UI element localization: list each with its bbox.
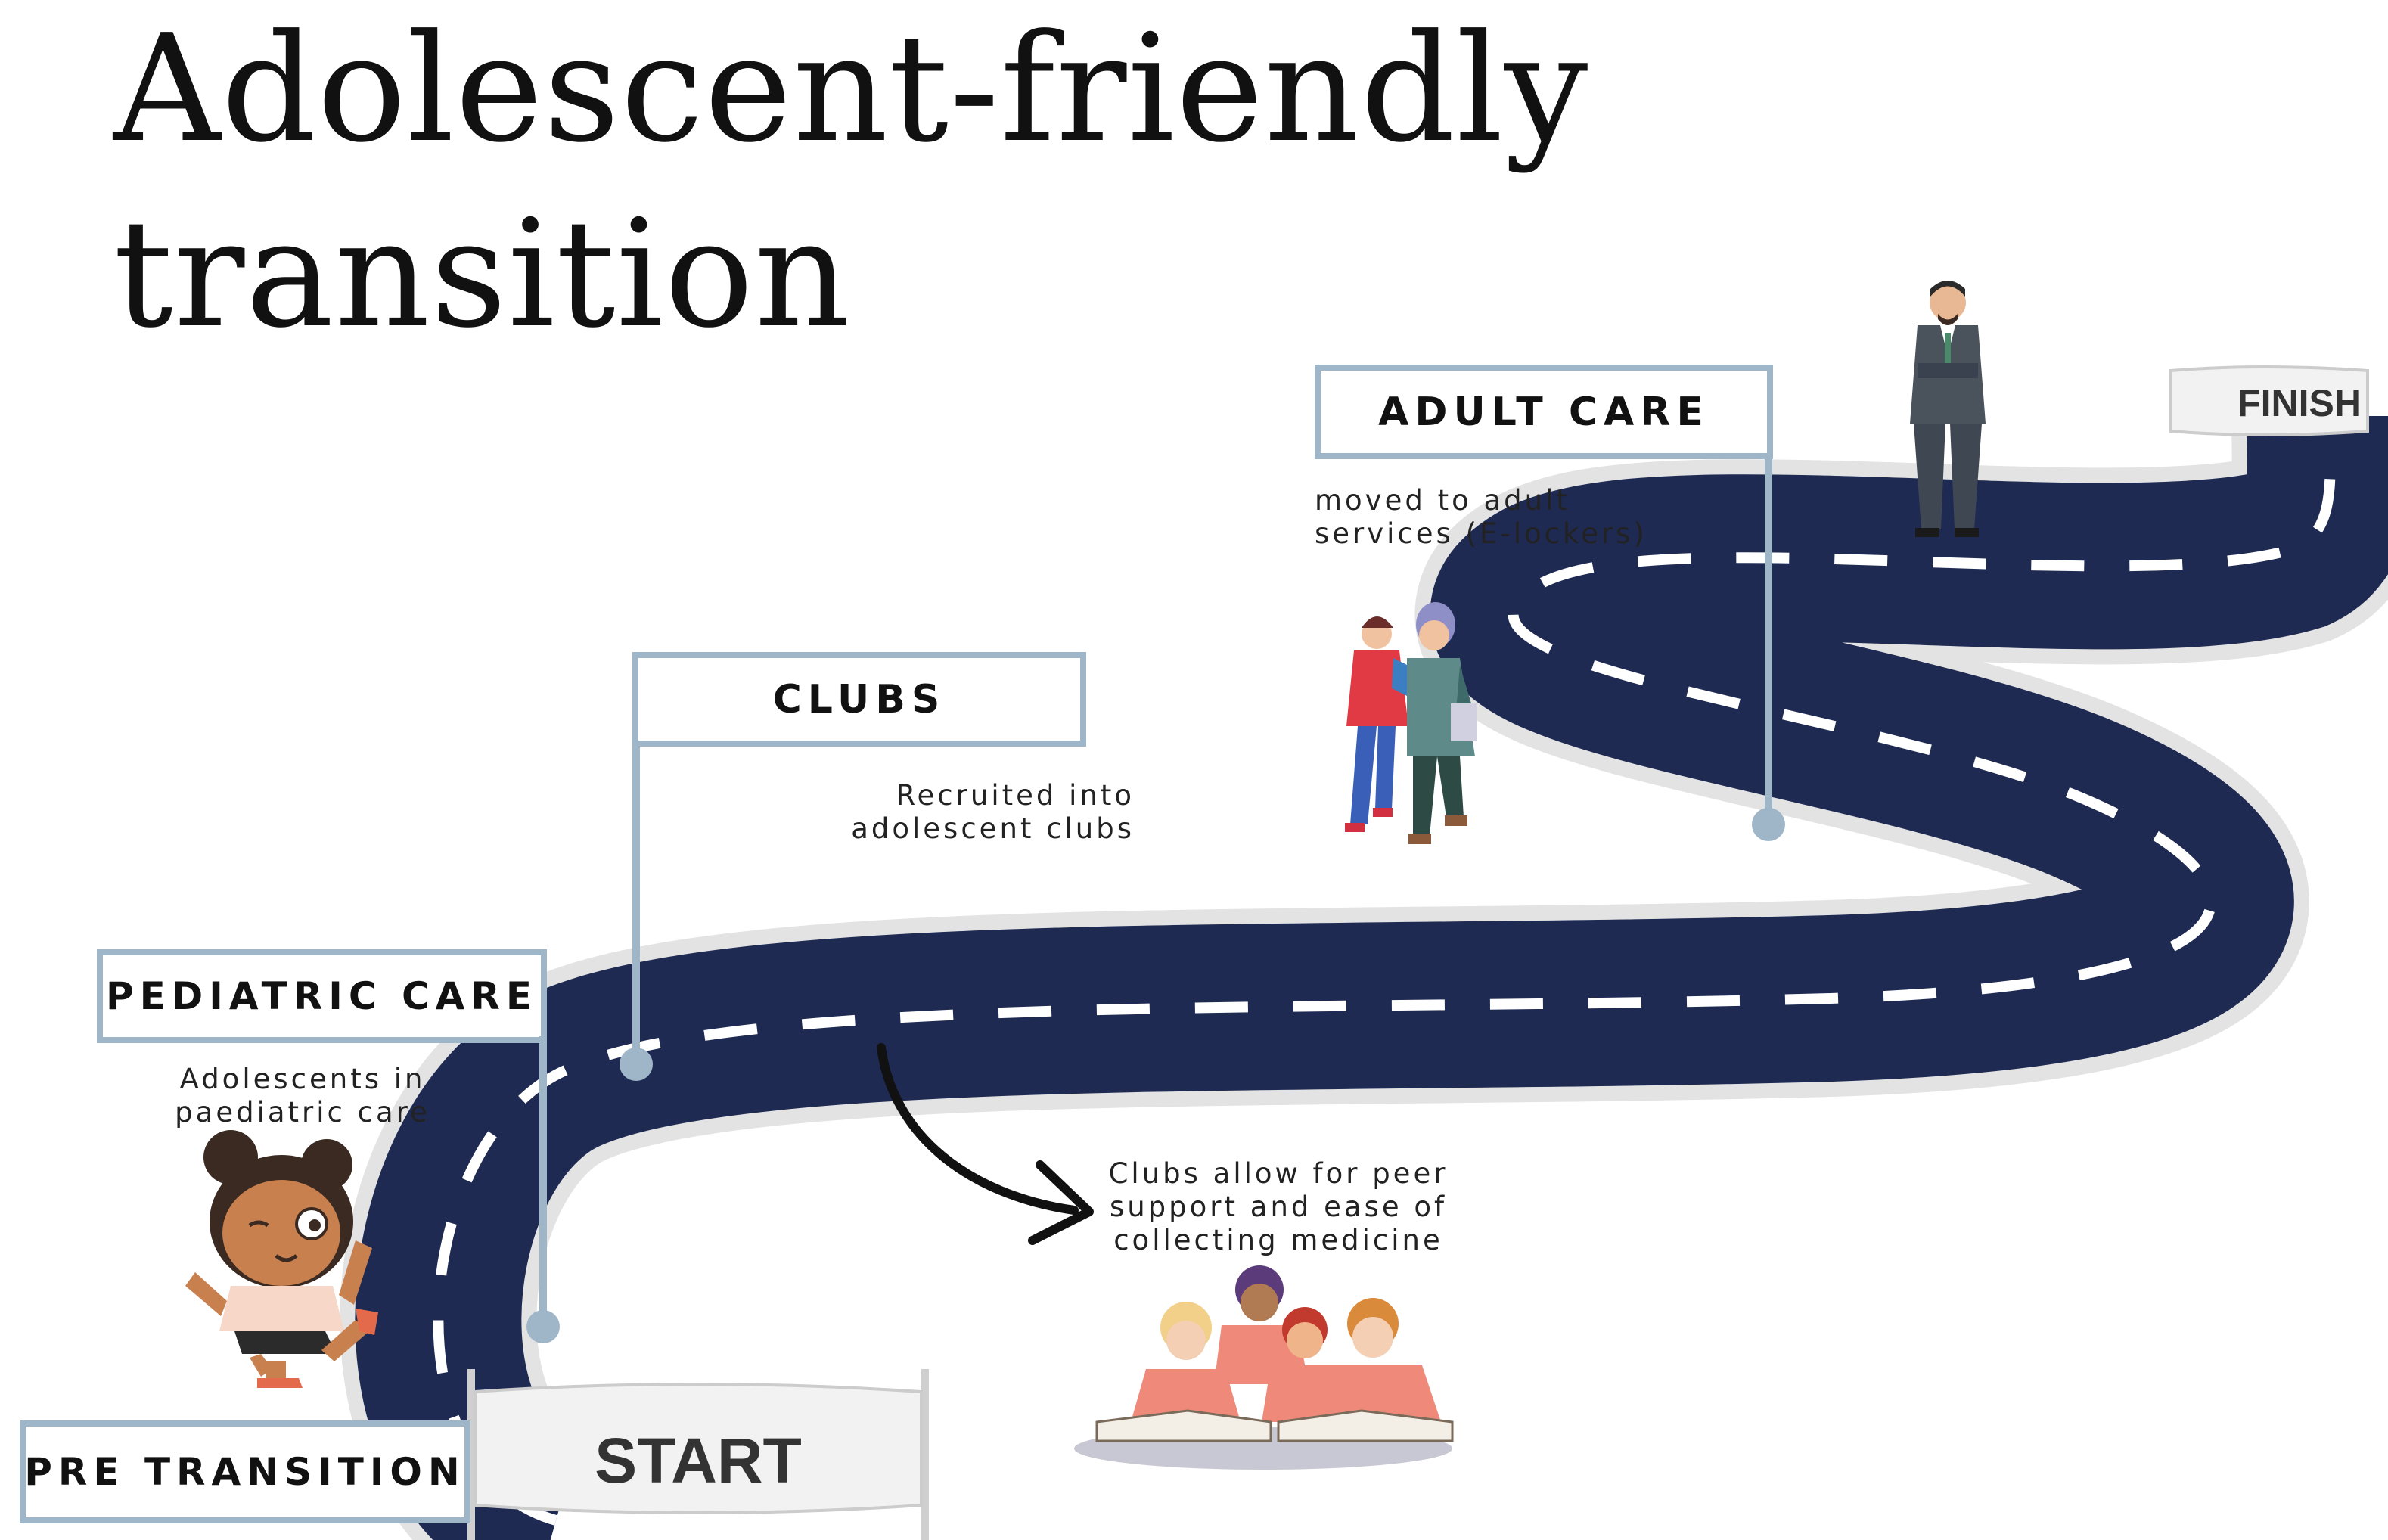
stage-label-adult-care: ADULT CARE [1378,389,1709,435]
start-banner: START [467,1369,929,1540]
stage-label-pre-transition: PRE TRANSITION [24,1450,466,1494]
clubs-description-line-2: adolescent clubs [851,812,1135,845]
child-icon [185,1130,378,1388]
teen-couple-icon [1345,602,1477,844]
start-banner-right-pole [921,1369,929,1540]
curved-arrow-icon [877,1043,1079,1215]
stage-box-pre-transition: PRE TRANSITION [20,1420,470,1523]
students-reading-icon [1074,1265,1454,1470]
road [355,415,2388,1540]
pediatric-care-description-line-1: Adolescents in [179,1063,426,1095]
finish-banner: FINISH [2169,365,2369,436]
clubs-note: Clubs allow for peer support and ease of… [1089,1157,1467,1257]
adult-care-description-line-1: moved to adult [1315,484,1570,517]
pediatric-care-description-line-2: paediatric care [175,1096,430,1129]
start-banner-cloth [474,1383,923,1514]
road-lane-markings [433,415,2336,1526]
stage-label-clubs: CLUBS [772,676,946,722]
finish-banner-cloth [2169,365,2369,436]
finish-banner-label: FINISH [2237,382,2362,424]
clubs-note-line-2: support and ease of [1109,1191,1448,1223]
clubs-note-line-3: collecting medicine [1113,1224,1443,1256]
start-banner-left-pole [467,1369,475,1540]
stage-box-adult-care: ADULT CARE [1315,365,1773,459]
stage-box-pediatric-care: PEDIATRIC CARE [97,949,547,1043]
clubs-pole [632,741,640,1059]
clubs-pole-dot [620,1048,653,1081]
businessman-icon [1910,281,1986,537]
adult-care-description: moved to adult services (E-lockers) [1315,484,1738,551]
pediatric-care-pole-dot [526,1310,560,1343]
curved-arrow-head [1028,1160,1094,1245]
adult-care-pole-dot [1752,808,1785,841]
title-line-1: Adolescent-friendly [113,3,1589,175]
start-banner-label: START [595,1425,802,1496]
adult-care-description-line-2: services (E-lockers) [1315,517,1647,550]
pediatric-care-description: Adolescents in paediatric care [136,1063,469,1129]
stage-box-clubs: CLUBS [632,652,1086,747]
pediatric-care-pole [539,1036,547,1324]
clubs-description-line-1: Recruited into [896,779,1135,812]
clubs-note-line-1: Clubs allow for peer [1108,1157,1449,1190]
clubs-description: Recruited into adolescent clubs [832,779,1135,846]
title-line-2: transition [113,188,851,361]
adult-care-pole [1765,454,1772,817]
stage-label-pediatric-care: PEDIATRIC CARE [105,974,539,1018]
